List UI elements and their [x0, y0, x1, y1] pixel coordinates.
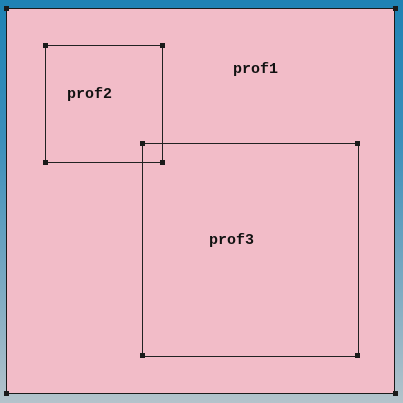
prof1-handle-bottom-right[interactable]	[393, 391, 398, 396]
prof2-handle-top-left[interactable]	[43, 43, 48, 48]
region-label-prof1: prof1	[233, 61, 279, 78]
prof1-handle-bottom-left[interactable]	[4, 391, 9, 396]
prof2-handle-bottom-right[interactable]	[160, 160, 165, 165]
prof2-handle-bottom-left[interactable]	[43, 160, 48, 165]
prof3-handle-top-right[interactable]	[355, 141, 360, 146]
region-label-prof3: prof3	[209, 232, 255, 249]
prof3-handle-bottom-right[interactable]	[355, 353, 360, 358]
region-prof3[interactable]	[142, 143, 359, 357]
prof1-handle-top-left[interactable]	[4, 6, 9, 11]
prof1-handle-top-right[interactable]	[393, 6, 398, 11]
prof3-handle-top-left[interactable]	[140, 141, 145, 146]
region-prof1[interactable]	[6, 8, 395, 394]
region-label-prof2: prof2	[67, 86, 113, 103]
prof3-handle-bottom-left[interactable]	[140, 353, 145, 358]
region-prof2[interactable]	[45, 45, 163, 163]
prof2-handle-top-right[interactable]	[160, 43, 165, 48]
